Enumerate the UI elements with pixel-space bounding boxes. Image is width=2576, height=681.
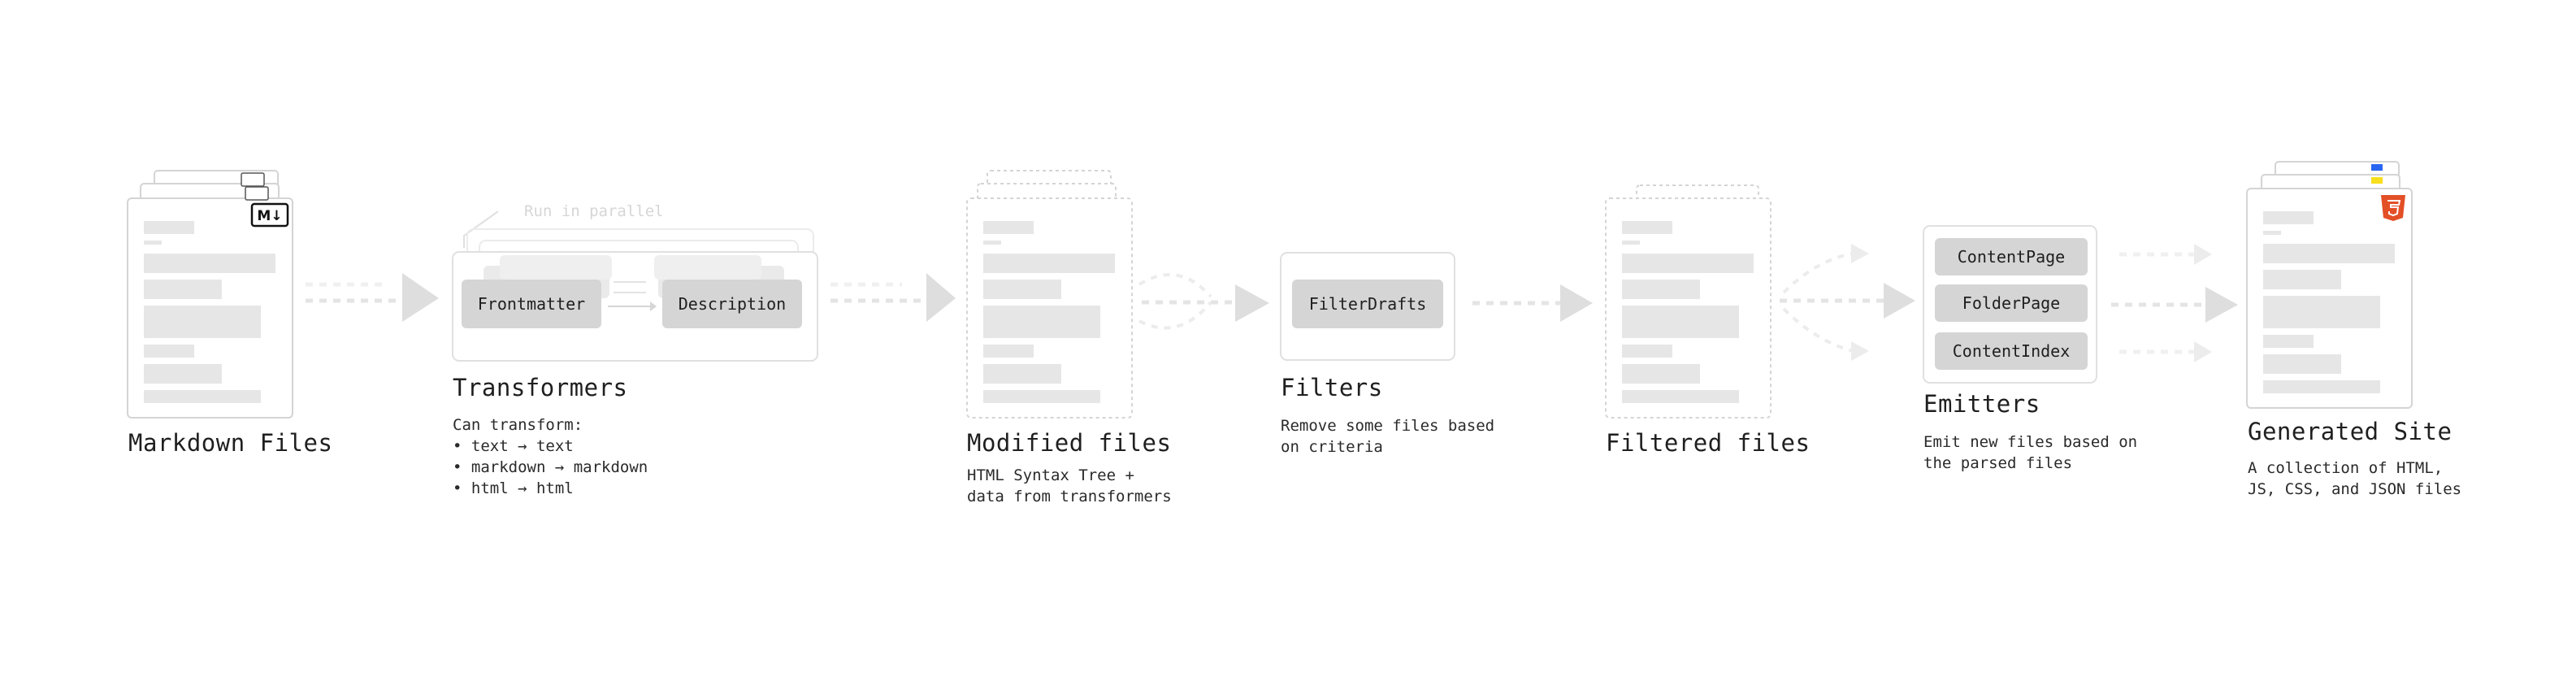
arrow-filters-to-filtered (1472, 284, 1593, 322)
modified-desc-line: data from transformers (967, 488, 1172, 505)
arrow-markdown-to-transformers (306, 273, 439, 322)
generated-site-description: A collection of HTML, JS, CSS, and JSON … (2248, 458, 2461, 500)
plugin-contentindex: ContentIndex (1935, 332, 2088, 370)
transformers-desc-line: • html → html (453, 479, 574, 497)
emitters-description: Emit new files based on the parsed files (1923, 432, 2137, 474)
arrow-transformers-to-modified (830, 273, 956, 322)
plugin-folderpage: FolderPage (1935, 284, 2088, 322)
emitters-desc-line: the parsed files (1923, 454, 2073, 472)
generated-site-stack (2246, 161, 2413, 409)
arrow-modified-to-filters (1138, 273, 1269, 330)
generated-desc-line: JS, CSS, and JSON files (2248, 480, 2462, 498)
arrow-emitters-to-generated (2111, 244, 2238, 362)
arrow-filtered-to-emitters (1780, 244, 1915, 361)
plugin-frontmatter: Frontmatter (462, 280, 601, 328)
plugin-description: Description (662, 280, 802, 328)
modified-files-description: HTML Syntax Tree + data from transformer… (967, 465, 1172, 507)
filters-label: Filters (1281, 374, 1383, 401)
modified-desc-line: HTML Syntax Tree + (967, 466, 1134, 484)
transformers-desc-line: • text → text (453, 437, 574, 455)
plugin-filterdrafts: FilterDrafts (1292, 280, 1443, 328)
filtered-files-stack (1605, 184, 1772, 419)
markdown-files-label: Markdown Files (128, 429, 333, 457)
markdown-badge-icon: M↓ (241, 172, 289, 228)
markdown-files-stack (127, 170, 293, 419)
run-in-parallel-note: Run in parallel (524, 202, 664, 220)
transformers-desc-line: Can transform: (453, 416, 583, 434)
transformers-description: Can transform: • text → text • markdown … (453, 414, 648, 499)
emitters-desc-line: Emit new files based on (1923, 433, 2138, 451)
filters-description: Remove some files based on criteria (1281, 415, 1494, 458)
plugin-contentpage: ContentPage (1935, 238, 2088, 275)
generated-desc-line: A collection of HTML, (2248, 459, 2444, 477)
svg-text:M↓: M↓ (257, 208, 282, 224)
filtered-files-label: Filtered files (1606, 429, 1811, 457)
transformers-label: Transformers (453, 374, 628, 401)
html5-badge-icon (2381, 195, 2405, 221)
modified-files-label: Modified files (967, 429, 1172, 457)
emitters-label: Emitters (1923, 390, 2040, 418)
filters-desc-line: on criteria (1281, 438, 1383, 456)
js-badge-icon (2371, 177, 2383, 184)
transformers-desc-line: • markdown → markdown (453, 458, 648, 476)
filters-desc-line: Remove some files based (1281, 417, 1495, 435)
css-badge-icon (2371, 164, 2383, 171)
generated-site-label: Generated Site (2248, 418, 2452, 445)
modified-files-stack (966, 170, 1133, 419)
